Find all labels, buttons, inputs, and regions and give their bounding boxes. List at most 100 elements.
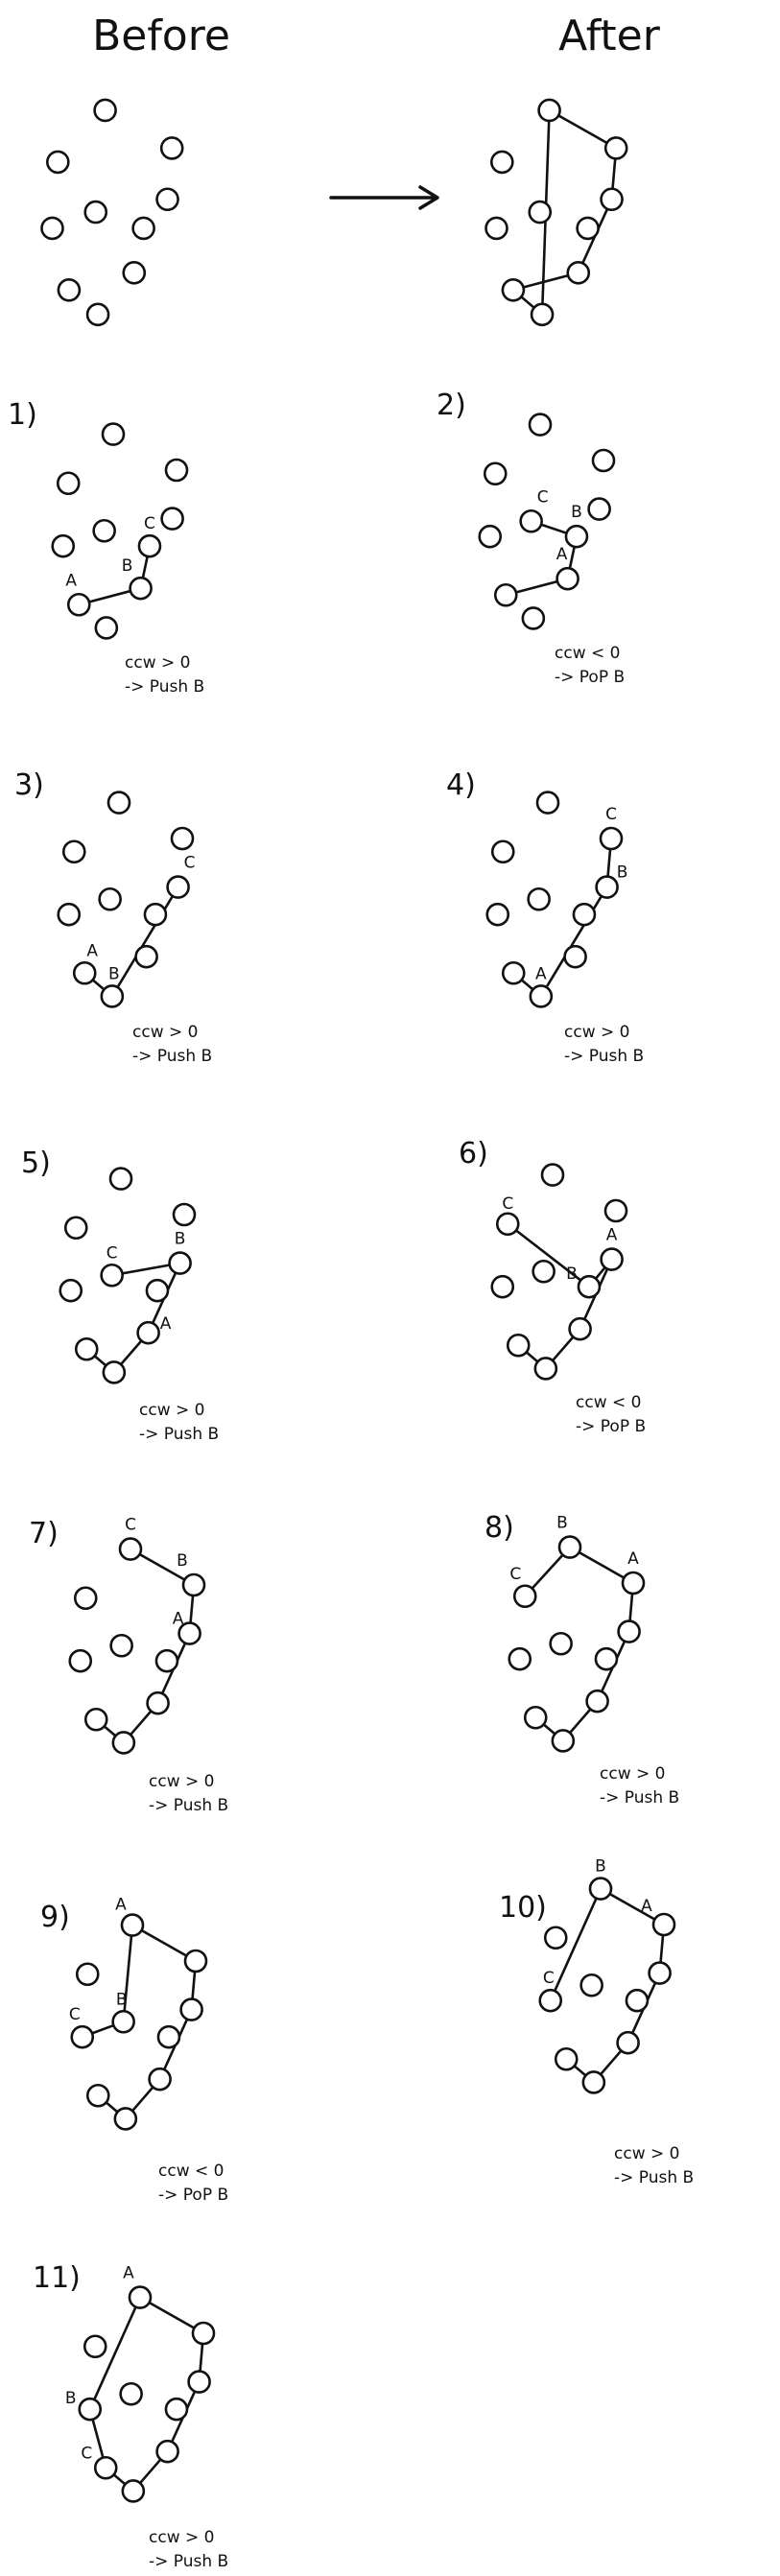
point-node [121,2479,146,2503]
point-node [100,1263,124,1288]
point-label-c: C [106,1243,118,1263]
point-node [490,839,515,864]
point-label-a: A [556,545,568,564]
point-node [179,1997,203,2021]
point-label-b: B [108,964,120,983]
point-label-a: A [115,1896,127,1915]
point-node [540,1163,565,1187]
point-node [603,1198,628,1223]
point-node [485,216,508,241]
point-node [119,2381,143,2406]
point-node [68,1648,93,1673]
after-title: After [558,12,661,60]
point-node [137,533,162,558]
step-action: -> Push B [614,2168,694,2187]
step-action: -> Push B [149,2552,228,2571]
point-node [101,422,126,446]
point-node [478,524,503,549]
point-node [61,839,86,864]
point-node [521,606,546,630]
point-node [155,2439,179,2464]
step-number: 6) [459,1137,488,1170]
point-node [93,2455,118,2480]
point-node [78,2397,103,2422]
point-node [66,592,91,617]
point-node [59,1278,83,1303]
point-node [177,1621,201,1645]
point-node [155,187,179,212]
point-label-a: A [160,1314,172,1334]
point-node [523,1705,548,1730]
point-node [485,902,510,927]
point-node [493,582,518,607]
point-node [528,200,553,225]
point-node [490,1274,515,1299]
point-node [483,461,508,486]
point-node [617,1619,641,1643]
point-node [183,1949,208,1973]
point-label-b: B [122,556,133,576]
point-label-b: B [617,863,628,883]
point-label-b: B [595,1857,606,1877]
step-ccw-condition: ccw > 0 [125,653,190,673]
point-node [625,1988,650,2013]
point-node [170,826,195,851]
point-node [535,791,560,815]
point-node [557,1535,582,1559]
point-node [588,1877,613,1901]
point-node [102,1360,127,1384]
point-node [564,524,589,549]
point-node [566,261,591,285]
step-ccw-condition: ccw < 0 [158,2162,224,2181]
point-node [551,1729,576,1753]
step-number: 1) [8,398,37,432]
point-node [528,413,553,437]
point-node [98,886,122,911]
point-node [577,1274,602,1299]
point-node [57,902,82,927]
point-node [56,471,81,496]
step-ccw-condition: ccw > 0 [149,1772,214,1791]
point-label-a: A [123,2264,134,2283]
hull-edge [539,886,608,998]
point-node [145,1278,170,1303]
point-node [585,1689,609,1713]
point-node [154,1648,179,1673]
point-label-a: A [86,941,98,960]
step-action: -> PoP B [576,1417,646,1436]
point-node [85,302,110,327]
point-node [156,2024,181,2049]
point-node [594,1646,619,1671]
point-label-c: C [509,1565,521,1584]
point-node [532,1259,555,1284]
point-node [120,1913,145,1937]
point-node [530,302,555,327]
point-node [576,216,600,241]
point-node [538,1988,563,2013]
step-number: 5) [21,1146,51,1180]
step-action: -> PoP B [555,668,625,687]
point-node [93,98,117,123]
point-label-c: C [81,2444,92,2463]
point-node [508,1646,532,1671]
point-node [106,791,131,815]
point-node [73,1586,98,1611]
step-number: 4) [446,768,476,802]
point-label-b: B [177,1551,188,1571]
point-label-a: A [173,1610,184,1629]
point-node [621,1571,646,1595]
step-ccw-condition: ccw > 0 [132,1023,198,1042]
step-action: -> Push B [564,1047,644,1066]
transform-arrow-icon [329,185,439,210]
point-node [164,2397,189,2422]
point-node [529,984,554,1008]
point-node [146,1690,170,1715]
point-node [572,902,597,927]
point-node [603,136,628,160]
point-node [554,2046,579,2071]
point-node [164,458,189,483]
step-ccw-condition: ccw > 0 [149,2528,214,2547]
point-node [63,1216,88,1241]
point-node [191,2321,216,2346]
point-node [40,216,64,241]
